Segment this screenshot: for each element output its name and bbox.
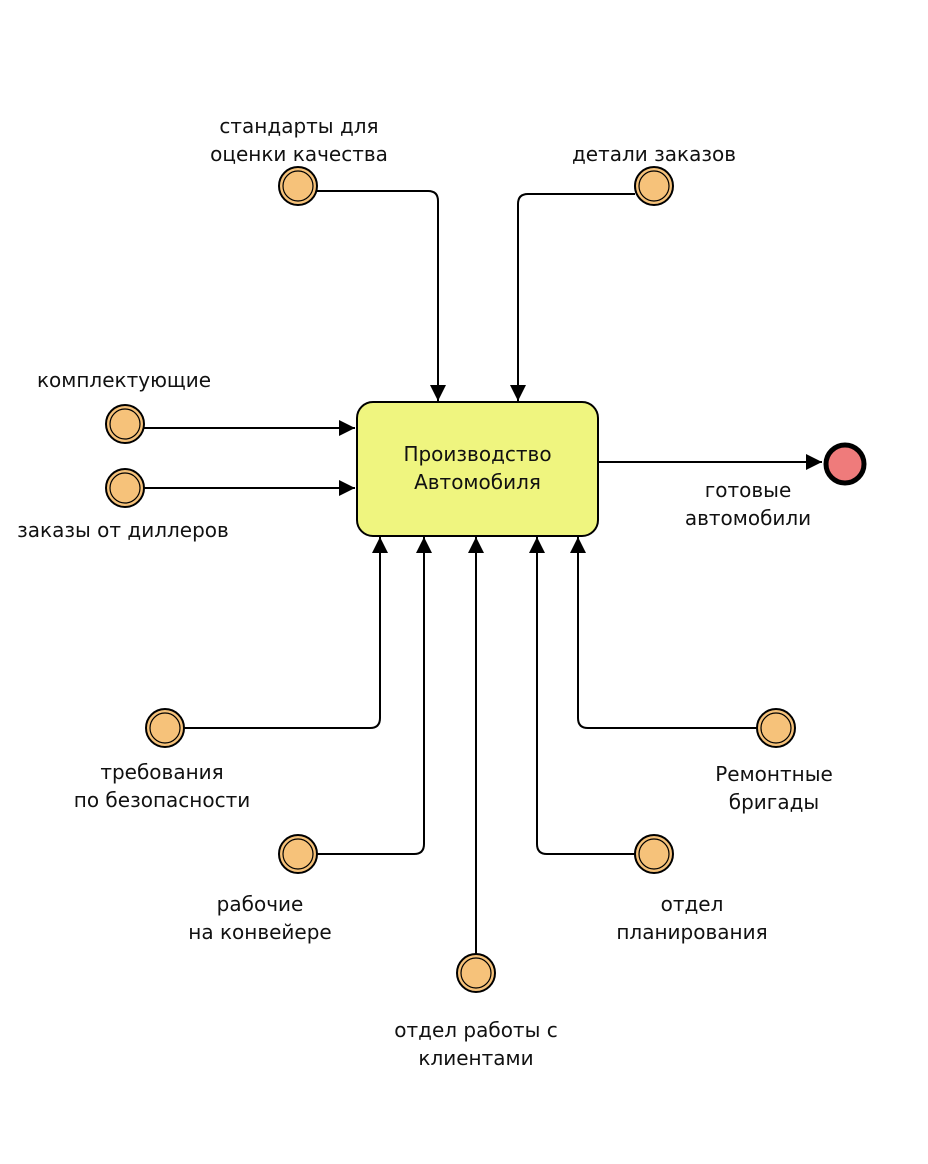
label-planning-department: отдел планирования — [592, 890, 792, 946]
label-quality-standards-line2: оценки качества — [210, 142, 388, 166]
label-finished-cars-line1: готовые — [704, 478, 792, 502]
node-quality-standards[interactable] — [278, 166, 318, 206]
label-order-details-line1: детали заказов — [571, 142, 737, 166]
node-dealer-orders[interactable] — [105, 468, 145, 508]
label-order-details: детали заказов — [554, 140, 754, 168]
connector-order-details — [510, 193, 635, 401]
end-node-finished-cars[interactable] — [823, 442, 867, 486]
connector-repair-teams — [570, 537, 757, 729]
label-dealer-orders-line1: заказы от диллеров — [17, 518, 229, 542]
label-planning-department-line1: отдел — [660, 892, 724, 916]
process-label: Производство Автомобиля — [357, 440, 598, 496]
node-order-details[interactable] — [634, 166, 674, 206]
label-quality-standards: стандарты для оценки качества — [199, 112, 399, 168]
source-nodes — [105, 166, 796, 993]
node-planning-department[interactable] — [634, 834, 674, 874]
label-finished-cars: готовые автомобили — [648, 476, 848, 532]
label-quality-standards-line1: стандарты для — [219, 114, 379, 138]
label-repair-teams-line2: бригады — [728, 790, 820, 814]
label-repair-teams: Ремонтные бригады — [674, 760, 874, 816]
label-finished-cars-line2: автомобили — [684, 506, 812, 530]
connector-conveyor-workers — [317, 537, 432, 855]
connector-quality-standards — [317, 190, 446, 401]
connector-planning-department — [529, 537, 635, 855]
label-client-department-line1: отдел работы с — [394, 1018, 558, 1042]
label-repair-teams-line1: Ремонтные — [715, 762, 833, 786]
process-label-line2: Автомобиля — [414, 470, 541, 494]
process-box[interactable] — [356, 401, 599, 537]
label-planning-department-line2: планирования — [616, 920, 768, 944]
connector-safety-requirements — [184, 537, 388, 729]
label-components-line1: комплектующие — [36, 368, 212, 392]
node-components[interactable] — [105, 404, 145, 444]
node-safety-requirements[interactable] — [145, 708, 185, 748]
label-safety-requirements: требования по безопасности — [62, 758, 262, 814]
label-safety-requirements-line2: по безопасности — [73, 788, 251, 812]
label-client-department-line2: клиентами — [418, 1046, 534, 1070]
node-conveyor-workers[interactable] — [278, 834, 318, 874]
label-client-department: отдел работы с клиентами — [376, 1016, 576, 1072]
label-components: комплектующие — [24, 366, 224, 394]
label-conveyor-workers-line2: на конвейере — [188, 920, 332, 944]
process-label-line1: Производство — [403, 442, 552, 466]
label-conveyor-workers-line1: рабочие — [216, 892, 304, 916]
label-conveyor-workers: рабочие на конвейере — [160, 890, 360, 946]
node-client-department[interactable] — [456, 953, 496, 993]
label-dealer-orders: заказы от диллеров — [8, 516, 238, 544]
node-repair-teams[interactable] — [756, 708, 796, 748]
label-safety-requirements-line1: требования — [100, 760, 224, 784]
